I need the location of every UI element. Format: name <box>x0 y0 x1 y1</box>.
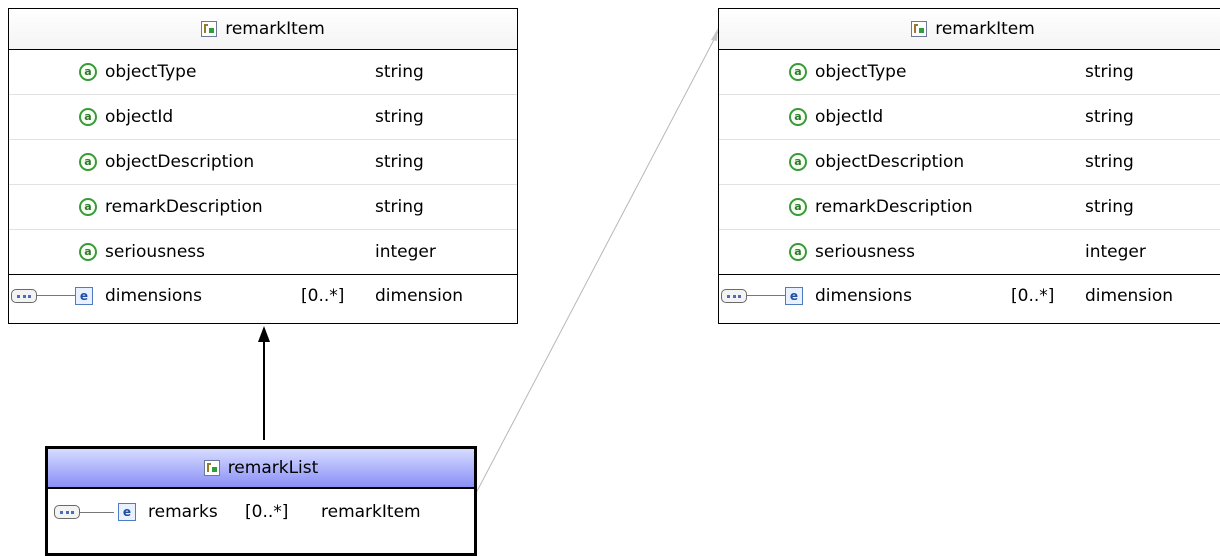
attribute-icon: a <box>79 153 97 171</box>
element-name: remarks <box>148 502 218 522</box>
attribute-row[interactable]: a remarkDescription string <box>9 185 517 230</box>
attribute-icon: a <box>789 153 807 171</box>
attribute-type: string <box>375 107 424 127</box>
attribute-icon: a <box>789 63 807 81</box>
attribute-name: objectType <box>815 62 907 82</box>
attribute-type: integer <box>375 242 436 262</box>
attribute-type: string <box>375 152 424 172</box>
remarkitem-box-right[interactable]: remarkItem a objectType string a objectI… <box>718 8 1220 324</box>
element-row[interactable]: e dimensions [0..*] dimension <box>719 274 1220 317</box>
remarklist-header: remarkList <box>48 449 474 489</box>
attribute-type: string <box>1085 197 1134 217</box>
attribute-row[interactable]: a remarkDescription string <box>719 185 1220 230</box>
connector-line <box>80 512 114 513</box>
attribute-icon: a <box>79 243 97 261</box>
attribute-name: objectId <box>815 107 884 127</box>
reference-line <box>474 31 719 496</box>
complex-type-icon <box>201 21 218 37</box>
attribute-icon: a <box>79 63 97 81</box>
remarkitem-header-left: remarkItem <box>9 9 517 50</box>
attribute-icon: a <box>789 198 807 216</box>
element-cardinality: [0..*] <box>301 286 345 306</box>
element-name: dimensions <box>105 286 202 306</box>
connector-lines <box>258 28 719 496</box>
attribute-name: remarkDescription <box>815 197 973 217</box>
attribute-icon: a <box>79 108 97 126</box>
attribute-name: objectDescription <box>105 152 255 172</box>
connector-line <box>37 295 75 296</box>
element-name: dimensions <box>815 286 912 306</box>
element-row[interactable]: e dimensions [0..*] dimension <box>9 274 517 317</box>
attribute-type: string <box>1085 62 1134 82</box>
attribute-name: objectType <box>105 62 197 82</box>
attribute-name: objectId <box>105 107 174 127</box>
sequence-icon[interactable] <box>11 289 37 303</box>
attribute-name: seriousness <box>105 242 206 262</box>
reference-arrowhead <box>711 28 718 41</box>
element-cardinality: [0..*] <box>245 502 289 522</box>
attribute-type: string <box>375 197 424 217</box>
element-icon: e <box>785 287 803 305</box>
remarklist-box[interactable]: remarkList e remarks [0..*] remarkItem <box>45 446 477 556</box>
attribute-row[interactable]: a objectDescription string <box>719 140 1220 185</box>
attribute-type: string <box>1085 152 1134 172</box>
element-type: remarkItem <box>321 502 421 522</box>
complex-type-icon <box>911 21 928 37</box>
remarkitem-header-right: remarkItem <box>719 9 1220 50</box>
complex-type-icon <box>203 460 220 476</box>
attribute-name: seriousness <box>815 242 916 262</box>
attribute-row[interactable]: a objectId string <box>9 95 517 140</box>
sequence-icon[interactable] <box>721 289 747 303</box>
attribute-name: remarkDescription <box>105 197 263 217</box>
element-type: dimension <box>375 286 464 306</box>
attribute-row[interactable]: a objectType string <box>9 50 517 95</box>
attribute-row[interactable]: a objectType string <box>719 50 1220 95</box>
attribute-row[interactable]: a objectDescription string <box>9 140 517 185</box>
sequence-icon[interactable] <box>54 505 80 519</box>
element-icon: e <box>118 503 136 521</box>
attribute-type: string <box>1085 107 1134 127</box>
attribute-type: integer <box>1085 242 1146 262</box>
remarkitem-box-left[interactable]: remarkItem a objectType string a objectI… <box>8 8 518 324</box>
attribute-row[interactable]: a seriousness integer <box>9 230 517 274</box>
inheritance-arrowhead <box>258 326 270 342</box>
attribute-icon: a <box>789 108 807 126</box>
box-title: remarkItem <box>935 19 1035 39</box>
element-icon: e <box>75 287 93 305</box>
element-cardinality: [0..*] <box>1011 286 1055 306</box>
attribute-row[interactable]: a objectId string <box>719 95 1220 140</box>
attribute-row[interactable]: a seriousness integer <box>719 230 1220 274</box>
attribute-icon: a <box>79 198 97 216</box>
box-title: remarkList <box>227 458 319 478</box>
box-title: remarkItem <box>225 19 325 39</box>
attribute-name: objectDescription <box>815 152 965 172</box>
attribute-icon: a <box>789 243 807 261</box>
element-type: dimension <box>1085 286 1174 306</box>
attribute-type: string <box>375 62 424 82</box>
element-row[interactable]: e remarks [0..*] remarkItem <box>48 489 474 535</box>
connector-line <box>747 295 785 296</box>
